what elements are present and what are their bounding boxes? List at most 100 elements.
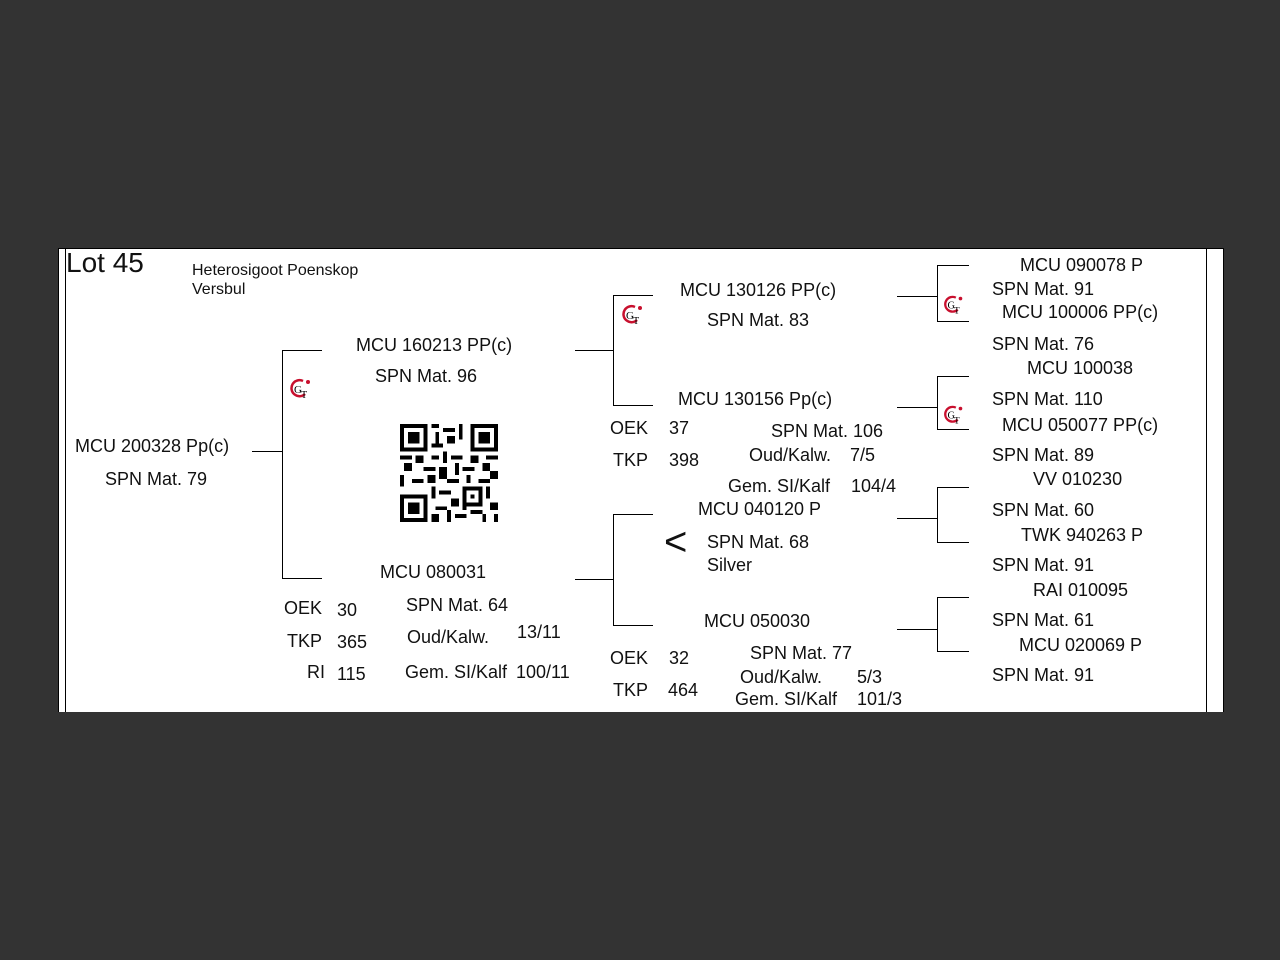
gt-logo-icon: G T — [290, 379, 310, 401]
sire-dam-gem-value: 104/4 — [851, 476, 897, 496]
sd-sire-spn: SPN Mat. 110 — [992, 389, 1103, 409]
svg-text:G: G — [948, 411, 955, 422]
ss-dam-id: MCU 100006 PP(c) — [1002, 302, 1159, 322]
inner-right-border — [1206, 248, 1207, 712]
connector — [937, 651, 969, 652]
qr-code-icon — [400, 424, 498, 522]
connector — [575, 350, 613, 351]
sire-dam-oek-value: 37 — [669, 418, 690, 438]
dam-sire-spn: SPN Mat. 68 — [707, 532, 810, 552]
dam-ri-label: RI — [307, 662, 325, 682]
connector — [937, 429, 969, 430]
top-border — [58, 248, 1224, 249]
breed-line-1: Heterosigoot Poenskop — [192, 262, 359, 279]
ds-sire-id: VV 010230 — [1033, 469, 1123, 489]
dam-dam-tkp-label: TKP — [613, 680, 649, 700]
connector — [937, 487, 938, 543]
lot-number: Lot 45 — [66, 247, 144, 278]
connector — [613, 514, 653, 515]
sd-dam-id: MCU 050077 PP(c) — [1002, 415, 1159, 435]
dam-oud-label: Oud/Kalw. — [407, 627, 490, 647]
silver-symbol: < — [664, 520, 688, 564]
right-border — [1223, 248, 1224, 712]
connector — [897, 296, 937, 297]
ds-sire-spn: SPN Mat. 60 — [992, 500, 1095, 520]
dam-dam-gem-value: 101/3 — [857, 689, 903, 709]
sire-dam-tkp-label: TKP — [613, 450, 649, 470]
connector — [282, 350, 283, 579]
connector — [937, 597, 969, 598]
dam-id: MCU 080031 — [380, 562, 487, 582]
ds-dam-id: TWK 940263 P — [1021, 525, 1144, 545]
ds-dam-spn: SPN Mat. 91 — [992, 555, 1095, 575]
dam-ri-value: 115 — [337, 664, 366, 684]
svg-text:G: G — [294, 384, 302, 396]
sd-dam-spn: SPN Mat. 89 — [992, 445, 1095, 465]
connector — [282, 578, 322, 579]
connector — [613, 625, 653, 626]
connector — [937, 597, 938, 652]
sire-dam-oud-label: Oud/Kalw. — [749, 445, 832, 465]
breed-line-2: Versbul — [192, 281, 246, 298]
dam-dam-oek-label: OEK — [610, 648, 649, 668]
connector — [937, 542, 969, 543]
connector — [897, 629, 937, 630]
dam-tkp-value: 365 — [337, 632, 368, 652]
dam-dam-gem-label: Gem. SI/Kalf — [735, 689, 838, 709]
connector — [613, 405, 653, 406]
dd-dam-spn: SPN Mat. 91 — [992, 665, 1095, 685]
animal-spn: SPN Mat. 79 — [105, 469, 208, 489]
connector — [937, 376, 938, 430]
connector — [575, 579, 613, 580]
connector — [613, 295, 614, 406]
svg-text:G: G — [948, 301, 955, 312]
connector — [613, 514, 614, 626]
dam-sire-note: Silver — [707, 555, 753, 575]
animal-id: MCU 200328 Pp(c) — [75, 436, 230, 456]
sire-sire-spn: SPN Mat. 83 — [707, 310, 810, 330]
dam-dam-oud-value: 5/3 — [857, 667, 883, 687]
sire-dam-oud-value: 7/5 — [850, 445, 876, 465]
dd-sire-spn: SPN Mat. 61 — [992, 610, 1095, 630]
dam-dam-spn: SPN Mat. 77 — [750, 643, 853, 663]
dam-sire-id: MCU 040120 P — [698, 499, 822, 519]
dam-spn: SPN Mat. 64 — [406, 595, 509, 615]
sire-dam-oek-label: OEK — [610, 418, 649, 438]
dd-dam-id: MCU 020069 P — [1019, 635, 1143, 655]
dam-oud-value: 13/11 — [517, 622, 561, 642]
dam-dam-tkp-value: 464 — [668, 680, 699, 700]
sire-dam-tkp-value: 398 — [669, 450, 700, 470]
ss-sire-id: MCU 090078 P — [1020, 255, 1144, 275]
inner-left-border — [65, 248, 66, 712]
connector — [937, 487, 969, 488]
dam-dam-id: MCU 050030 — [704, 611, 811, 631]
connector — [937, 376, 969, 377]
dam-dam-oek-value: 32 — [669, 648, 690, 668]
svg-text:T: T — [633, 316, 639, 327]
connector — [937, 265, 969, 266]
connector — [282, 350, 322, 351]
dam-tkp-label: TKP — [287, 631, 323, 651]
svg-text:T: T — [301, 390, 307, 401]
sire-sire-id: MCU 130126 PP(c) — [680, 280, 837, 300]
dam-gem-value: 100/11 — [516, 662, 570, 682]
dam-oek-value: 30 — [337, 600, 358, 620]
connector — [897, 518, 937, 519]
dam-dam-oud-label: Oud/Kalw. — [740, 667, 823, 687]
connector — [937, 321, 969, 322]
sire-spn: SPN Mat. 96 — [375, 366, 478, 386]
gt-logo-icon: G T — [944, 295, 963, 315]
connector — [252, 451, 282, 452]
sire-dam-id: MCU 130156 Pp(c) — [678, 389, 833, 409]
connector — [613, 295, 653, 296]
sire-dam-gem-label: Gem. SI/Kalf — [728, 476, 831, 496]
ss-dam-spn: SPN Mat. 76 — [992, 334, 1095, 354]
connector — [937, 265, 938, 322]
dam-gem-label: Gem. SI/Kalf — [405, 662, 508, 682]
pedigree-sheet: Lot 45 Heterosigoot Poenskop Versbul MCU… — [58, 248, 1224, 712]
sd-sire-id: MCU 100038 — [1027, 358, 1134, 378]
svg-text:T: T — [954, 415, 960, 425]
gt-logo-icon: G T — [944, 405, 963, 425]
gt-logo-icon: G T — [622, 305, 642, 327]
left-border — [58, 248, 59, 712]
